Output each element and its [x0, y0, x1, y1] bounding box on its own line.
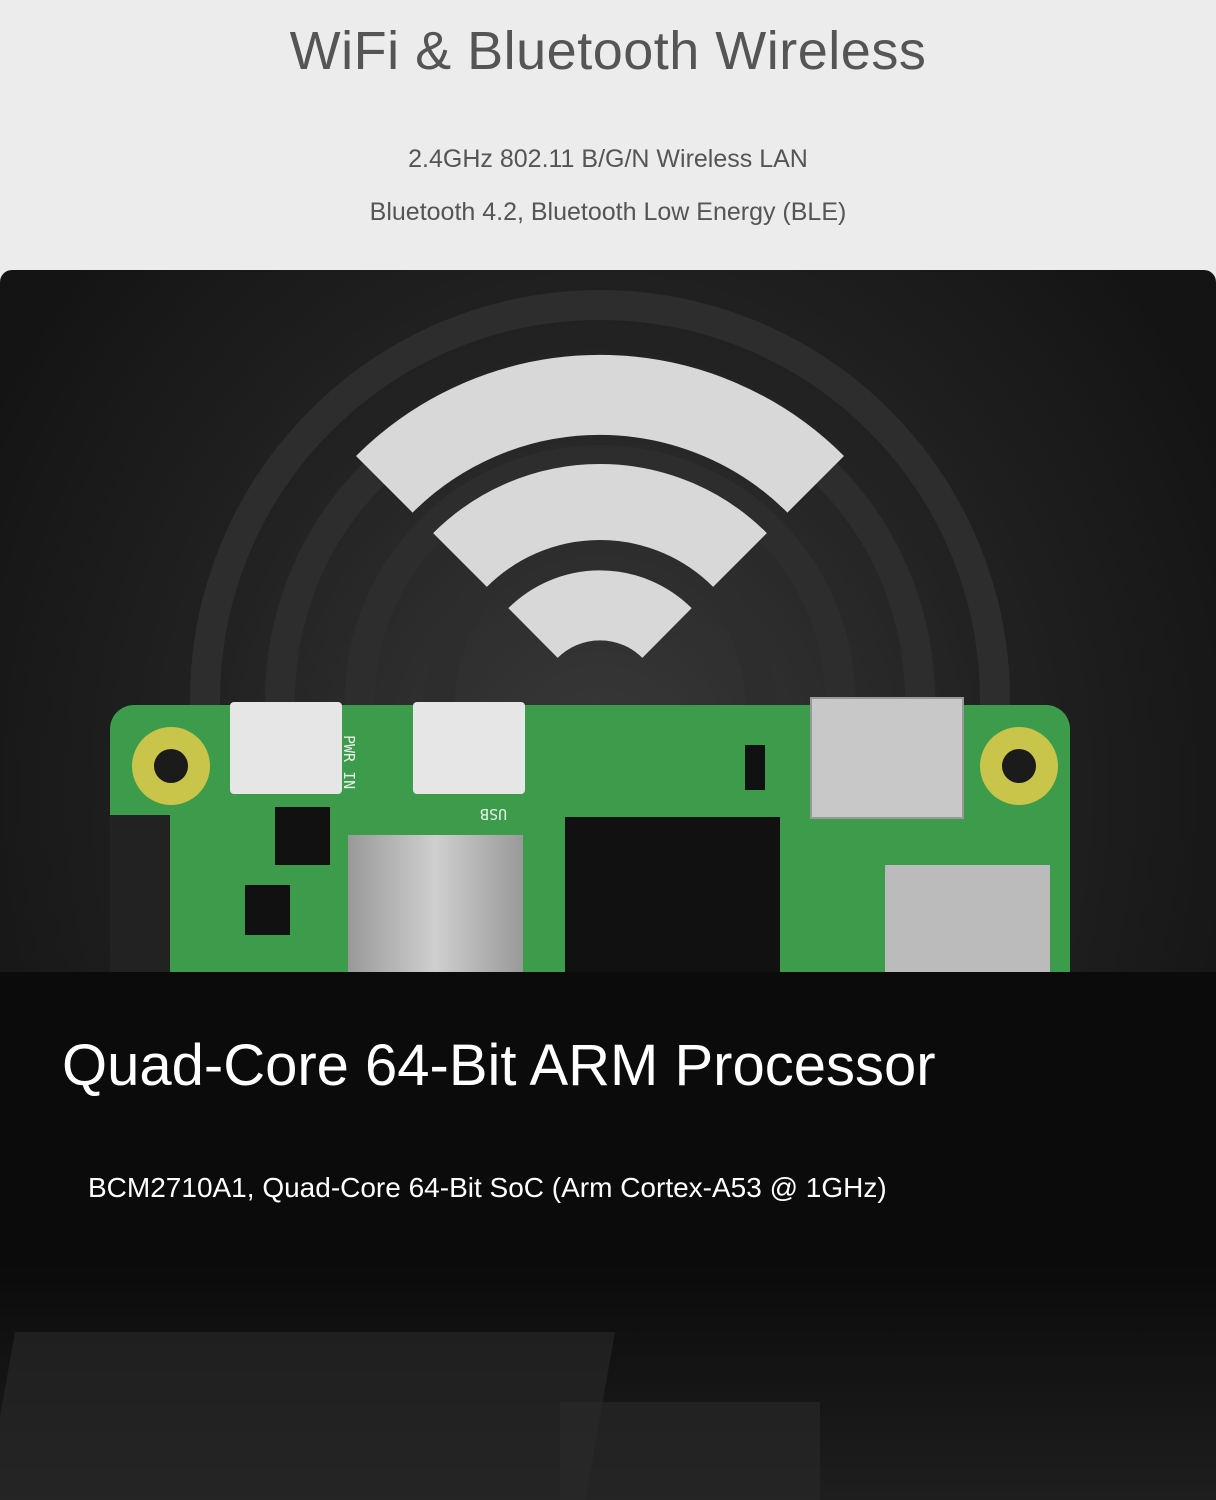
product-image-panel: PWR IN USB Quad-Core 64-Bit ARM Processo… [0, 270, 1216, 1500]
mini-hdmi-port [810, 697, 964, 819]
processor-subtitle: BCM2710A1, Quad-Core 64-Bit SoC (Arm Cor… [88, 1172, 887, 1203]
power-usb-port [230, 702, 342, 794]
soc-chip [565, 817, 780, 985]
processor-title: Quad-Core 64-Bit ARM Processor [62, 1033, 936, 1098]
component [245, 885, 290, 935]
pwr-in-label: PWR IN [340, 735, 358, 790]
component [745, 745, 765, 790]
camera-connector [110, 815, 170, 985]
microsd-slot [885, 865, 1050, 985]
usb-label: USB [480, 805, 508, 823]
wireless-line-wlan: 2.4GHz 802.11 B/G/N Wireless LAN [408, 145, 808, 173]
processor-section: Quad-Core 64-Bit ARM Processor BCM2710A1… [0, 972, 1216, 1500]
wifi-arc-outer [356, 355, 844, 513]
rf-shield [348, 835, 523, 985]
signal-ring [190, 290, 1010, 1030]
wifi-arc-middle [433, 464, 767, 588]
raspberry-pi-board: PWR IN USB [110, 697, 1070, 985]
mounting-hole [132, 727, 210, 805]
wifi-arc-inner [508, 570, 692, 659]
wireless-section: WiFi & Bluetooth Wireless 2.4GHz 802.11 … [0, 0, 1216, 275]
data-usb-port [413, 702, 525, 794]
wireless-title: WiFi & Bluetooth Wireless [289, 21, 927, 81]
component [275, 807, 330, 865]
wireless-line-bluetooth: Bluetooth 4.2, Bluetooth Low Energy (BLE… [369, 198, 847, 226]
background-chip [0, 1332, 615, 1500]
background-chip [560, 1402, 820, 1500]
mounting-hole [980, 727, 1058, 805]
